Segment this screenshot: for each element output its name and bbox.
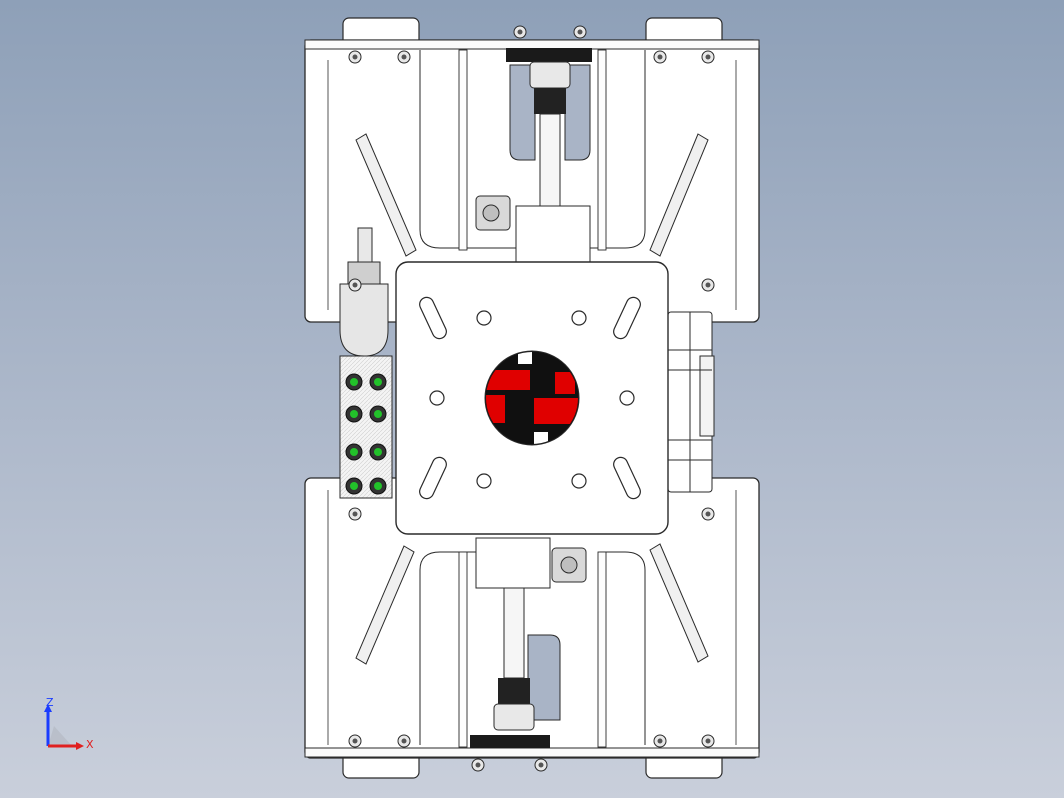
solenoid-block bbox=[667, 311, 715, 493]
rotary-coupling bbox=[484, 350, 580, 446]
top-cylinder bbox=[475, 48, 592, 263]
center-mounting-plate bbox=[395, 261, 669, 535]
bottom-frame-plate bbox=[304, 477, 760, 759]
pneumatic-connectors bbox=[345, 373, 387, 495]
bottom-cylinder bbox=[470, 537, 587, 748]
valve-manifold bbox=[339, 227, 393, 499]
vertical-rails bbox=[458, 49, 607, 748]
top-frame-plate bbox=[304, 39, 760, 323]
bolt-holes bbox=[429, 310, 635, 489]
z-axis-label: Z bbox=[46, 696, 54, 709]
axis-triad: Z X bbox=[40, 696, 100, 756]
diagonal-struts bbox=[355, 133, 709, 665]
frame-fasteners bbox=[348, 25, 715, 772]
slot-holes bbox=[419, 296, 641, 500]
x-axis-label: X bbox=[86, 738, 94, 751]
